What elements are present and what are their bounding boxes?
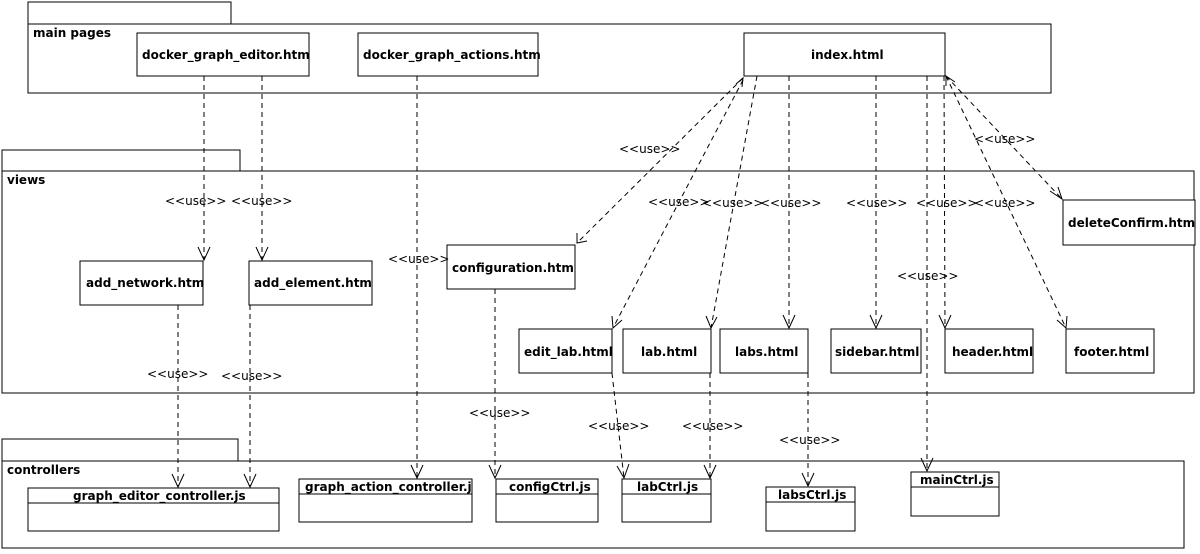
arrowhead [488,464,502,480]
arrowheads [171,75,1068,489]
box-docker-graph-actions: docker_graph_actions.htm [357,32,541,77]
box-label: mainCtrl.js [920,473,994,487]
arrowhead [243,473,257,489]
box-lab-ctrl: labCtrl.js [621,478,712,523]
use-label: <<use>> [469,406,530,420]
box-add-network: add_network.htm [79,260,204,306]
use-label: <<use>> [779,433,840,447]
arrowhead [945,75,956,86]
box-graph-action-controller: graph_action_controller.j [298,478,473,523]
box-footer: footer.html [1065,328,1155,374]
arrowhead [703,464,717,480]
use-label: <<use>> [702,196,763,210]
arrowhead [255,246,269,262]
arrowhead [616,463,630,480]
box-label: labCtrl.js [637,480,698,494]
box-sidebar: sidebar.html [830,328,922,374]
use-label: <<use>> [165,194,226,208]
box-label: edit_lab.html [524,345,613,360]
use-label: <<use>> [760,196,821,210]
box-index: index.html [743,32,946,77]
box-label: index.html [811,48,884,62]
arrowhead [1049,186,1063,201]
use-label: <<use>> [388,252,449,266]
box-edit-lab: edit_lab.html [518,328,613,374]
use-label: <<use>> [147,367,208,381]
use-label: <<use>> [221,369,282,383]
package-label: controllers [7,463,80,477]
box-label: labs.html [735,345,798,359]
use-label: <<use>> [682,419,743,433]
box-label: configuration.htm [452,261,574,275]
arrowhead [410,464,424,480]
dep-index-to-footer [945,75,1067,329]
use-label: <<use>> [231,194,292,208]
package-label: main pages [33,26,111,40]
dep-index-to-delete-confirm [945,75,1063,200]
box-main-ctrl: mainCtrl.js [910,471,1000,517]
box-docker-graph-editor: docker_graph_editor.htm [136,32,310,77]
use-labels: <<use>> <<use>> <<use>> <<use>> <<use>> … [147,132,1035,447]
use-label: <<use>> [974,196,1035,210]
arrowhead [782,314,796,330]
box-label: labsCtrl.js [778,488,846,502]
box-delete-confirm: deleteConfirm.htm [1062,199,1196,246]
arrowhead [938,314,952,330]
box-header: header.html [944,328,1034,374]
dependency-lines [177,75,1067,487]
use-label: <<use>> [648,195,709,209]
box-label: footer.html [1074,345,1149,359]
use-label: <<use>> [916,196,977,210]
box-label: add_element.htm [254,276,372,291]
box-label: graph_action_controller.j [305,480,472,495]
box-label: configCtrl.js [509,480,591,494]
box-labs-ctrl: labsCtrl.js [765,486,856,532]
box-label: add_network.htm [86,276,204,291]
package-label: views [7,173,45,187]
arrowhead [705,315,718,330]
box-configuration: configuration.htm [446,244,576,290]
box-label: docker_graph_editor.htm [142,48,310,63]
box-label: header.html [952,345,1033,359]
arrowhead [576,233,588,244]
box-label: deleteConfirm.htm [1068,216,1195,230]
dep-index-to-header [943,75,946,329]
box-label: sidebar.html [835,345,919,359]
package-tab [1,438,239,462]
box-add-element: add_element.htm [248,260,373,306]
arrowhead [920,457,934,473]
arrowhead [171,473,185,489]
package-tab [27,1,232,25]
box-graph-editor-controller: graph_editor_controller.js [27,487,280,532]
use-label: <<use>> [588,419,649,433]
box-label: graph_editor_controller.js [73,489,246,504]
arrowhead [611,315,623,330]
arrowhead [1056,315,1068,330]
dep-index-to-configuration [576,77,744,244]
arrowhead [801,472,815,488]
arrowhead [197,246,211,262]
use-label: <<use>> [846,196,907,210]
box-label: lab.html [641,345,697,359]
use-label: <<use>> [974,132,1035,146]
use-label: <<use>> [619,142,680,156]
box-label: docker_graph_actions.htm [363,48,541,63]
arrowhead [735,76,744,88]
dep-index-to-edit-lab [612,79,744,329]
box-config-ctrl: configCtrl.js [495,478,599,523]
use-label: <<use>> [897,269,958,283]
box-labs: labs.html [719,328,809,374]
box-lab: lab.html [622,328,712,374]
dep-index-to-lab [710,75,758,329]
arrowhead [869,314,883,330]
